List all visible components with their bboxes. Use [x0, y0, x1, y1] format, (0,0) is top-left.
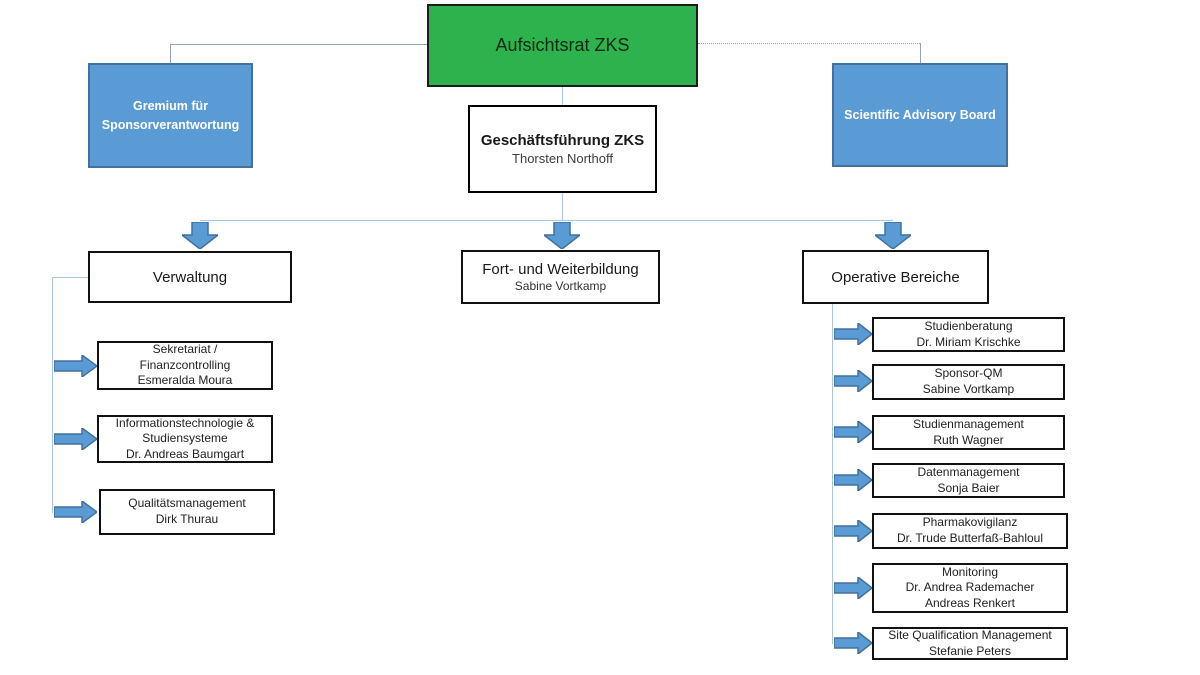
connector-line-gremium-horizontal	[170, 44, 427, 45]
node-sekretariat-finanzcontrolling: Sekretariat / Finanzcontrolling Esmerald…	[97, 341, 273, 390]
node-gremium-label: Gremium für Sponsorverantwortung	[101, 99, 240, 132]
right-arrow-icon	[834, 370, 872, 392]
connector-line-geschaeftsfuehrung-tee	[562, 193, 563, 221]
item-text: Studienmanagement Ruth Wagner	[913, 416, 1024, 447]
down-arrow-icon	[875, 222, 911, 249]
right-arrow-icon	[834, 520, 872, 542]
right-arrow-icon	[834, 632, 872, 654]
connector-line-advisory-horizontal	[698, 43, 920, 44]
node-qualitaetsmanagement: Qualitätsmanagement Dirk Thurau	[99, 489, 275, 535]
connector-line-advisory-vertical	[920, 43, 921, 63]
node-aufsichtsrat-label: Aufsichtsrat ZKS	[495, 35, 630, 55]
right-arrow-icon	[834, 469, 872, 491]
connector-line-aufsichtsrat-geschaeftsfuehrung	[562, 85, 563, 105]
right-arrow-icon	[834, 323, 872, 345]
item-text: Sponsor-QM Sabine Vortkamp	[922, 366, 1015, 396]
item-text: Site Qualification Management Stefanie P…	[888, 627, 1052, 658]
connector-line-verwaltung-vertical	[52, 277, 53, 513]
node-studienmanagement: Studienmanagement Ruth Wagner	[872, 415, 1065, 450]
node-verwaltung-title: Verwaltung	[152, 268, 228, 286]
item-text: Datenmanagement Sonja Baier	[917, 464, 1020, 495]
right-arrow-icon	[54, 428, 97, 450]
node-informationstechnologie-studiensysteme: Informationstechnologie & Studiensysteme…	[97, 415, 273, 463]
node-gremium-sponsorverantwortung: Gremium für Sponsorverantwortung	[88, 63, 253, 168]
down-arrow-icon	[182, 222, 218, 249]
item-text: Pharmakovigilanz Dr. Trude Butterfaß-Bah…	[896, 515, 1044, 545]
node-geschaeftsfuehrung-title: Geschäftsführung ZKS	[480, 132, 645, 149]
right-arrow-icon	[54, 355, 97, 377]
node-geschaeftsfuehrung-person: Thorsten Northoff	[512, 151, 613, 166]
node-scientific-advisory-board: Scientific Advisory Board	[832, 63, 1008, 167]
node-studienberatung: Studienberatung Dr. Miriam Krischke	[872, 317, 1065, 352]
node-advisory-label: Scientific Advisory Board	[844, 107, 996, 122]
item-text: Informationstechnologie & Studiensysteme…	[115, 415, 255, 461]
right-arrow-icon	[834, 577, 872, 599]
connector-line-gremium-vertical	[170, 44, 171, 63]
item-text: Monitoring Dr. Andrea Rademacher Andreas…	[905, 564, 1035, 610]
node-datenmanagement: Datenmanagement Sonja Baier	[872, 463, 1065, 498]
node-fort-und-weiterbildung: Fort- und Weiterbildung Sabine Vortkamp	[461, 250, 660, 304]
connector-line-operative-vertical	[832, 304, 833, 644]
node-fortbildung-title: Fort- und Weiterbildung	[482, 261, 639, 278]
connector-line-branches-horizontal	[200, 220, 893, 221]
item-text: Studienberatung Dr. Miriam Krischke	[916, 318, 1021, 349]
right-arrow-icon	[54, 501, 97, 523]
item-text: Sekretariat / Finanzcontrolling Esmerald…	[137, 342, 233, 388]
node-geschaeftsfuehrung: Geschäftsführung ZKS Thorsten Northoff	[468, 105, 657, 193]
down-arrow-icon	[544, 222, 580, 249]
node-operative-bereiche: Operative Bereiche	[802, 250, 989, 304]
node-operative-title: Operative Bereiche	[831, 268, 960, 286]
right-arrow-icon	[834, 421, 872, 443]
node-verwaltung: Verwaltung	[88, 251, 292, 303]
node-pharmakovigilanz: Pharmakovigilanz Dr. Trude Butterfaß-Bah…	[872, 513, 1068, 549]
node-aufsichtsrat: Aufsichtsrat ZKS	[427, 4, 698, 87]
connector-line-verwaltung-horizontal	[52, 277, 88, 278]
node-sponsor-qm: Sponsor-QM Sabine Vortkamp	[872, 364, 1065, 400]
item-text: Qualitätsmanagement Dirk Thurau	[128, 496, 246, 526]
node-monitoring: Monitoring Dr. Andrea Rademacher Andreas…	[872, 563, 1068, 613]
node-fortbildung-person: Sabine Vortkamp	[514, 279, 607, 293]
node-site-qualification-management: Site Qualification Management Stefanie P…	[872, 627, 1068, 660]
